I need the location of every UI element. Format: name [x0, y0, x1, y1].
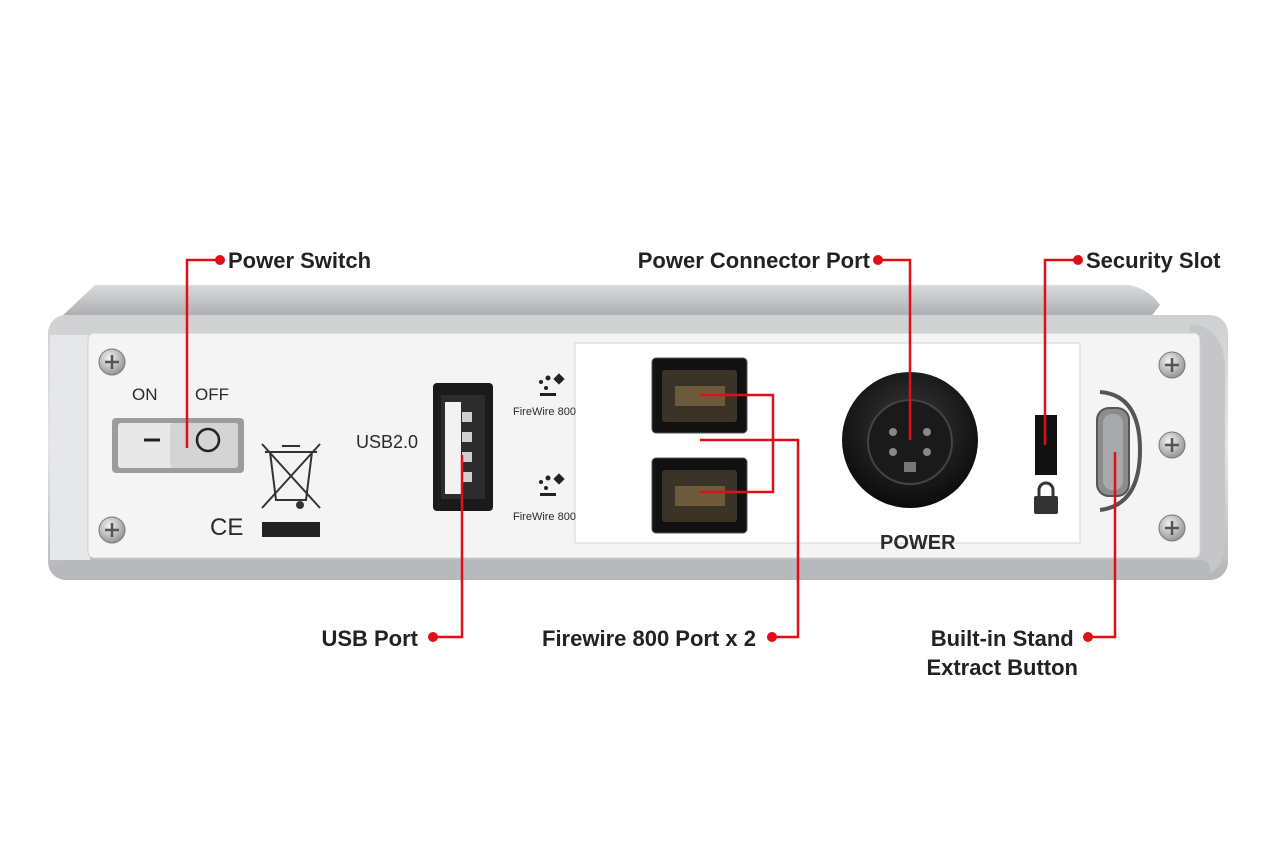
on-label: ON: [132, 385, 158, 404]
leader-security-slot: [1043, 258, 1078, 445]
power-switch[interactable]: [112, 418, 244, 473]
dot-usb: [428, 632, 438, 642]
callout-stand-line1: Built-in Stand: [930, 626, 1074, 651]
callout-power-connector-port: Power Connector Port: [637, 248, 870, 273]
ce-mark: CE: [210, 514, 243, 541]
leader-firewire-1: [700, 393, 775, 494]
leader-firewire: [700, 438, 800, 639]
callout-stand-extract-button: Built-in Stand Extract Button: [926, 624, 1078, 682]
screw-icon: [1158, 351, 1186, 379]
callout-firewire-ports: Firewire 800 Port x 2: [542, 626, 756, 651]
off-label: OFF: [195, 385, 229, 404]
firewire-icon: [539, 373, 565, 396]
callout-security-slot: Security Slot: [1086, 248, 1221, 273]
dot-firewire: [767, 632, 777, 642]
stand-extract-button[interactable]: [1096, 390, 1143, 512]
bin-underline: [262, 522, 320, 537]
port-plate: [574, 342, 1081, 544]
chassis-left-edge: [50, 335, 90, 560]
callout-stand-line2: Extract Button: [926, 655, 1078, 680]
firewire-label-top: FireWire 800: [513, 406, 576, 418]
leader-power-switch: [185, 258, 220, 448]
leader-usb: [433, 455, 464, 639]
firewire-icon: [539, 473, 565, 496]
leader-dots: [215, 255, 1093, 642]
dot-stand: [1083, 632, 1093, 642]
padlock-icon: [1034, 481, 1058, 514]
power-label: POWER: [880, 532, 956, 554]
screw-icon: [1158, 431, 1186, 459]
firewire-port-2[interactable]: [651, 457, 748, 534]
leader-stand: [1088, 452, 1117, 639]
leader-power-connector: [878, 258, 912, 440]
leader-lines: [185, 258, 1117, 639]
dot-security-slot: [1073, 255, 1083, 265]
chassis-top: [60, 285, 1160, 318]
callout-power-switch: Power Switch: [228, 248, 372, 273]
dot-power-connector: [873, 255, 883, 265]
screw-icon: [98, 516, 126, 544]
chassis-bottom: [60, 560, 1210, 580]
screw-icon: [1158, 514, 1186, 542]
recycle-bin-crossed-icon: [261, 443, 321, 509]
dot-power-switch: [215, 255, 225, 265]
callout-usb-port: USB Port: [321, 626, 418, 651]
usb-port[interactable]: [433, 383, 493, 511]
firewire-label-bottom: FireWire 800: [513, 511, 576, 523]
usb-label: USB2.0: [356, 432, 418, 452]
screw-icon: [98, 348, 126, 376]
